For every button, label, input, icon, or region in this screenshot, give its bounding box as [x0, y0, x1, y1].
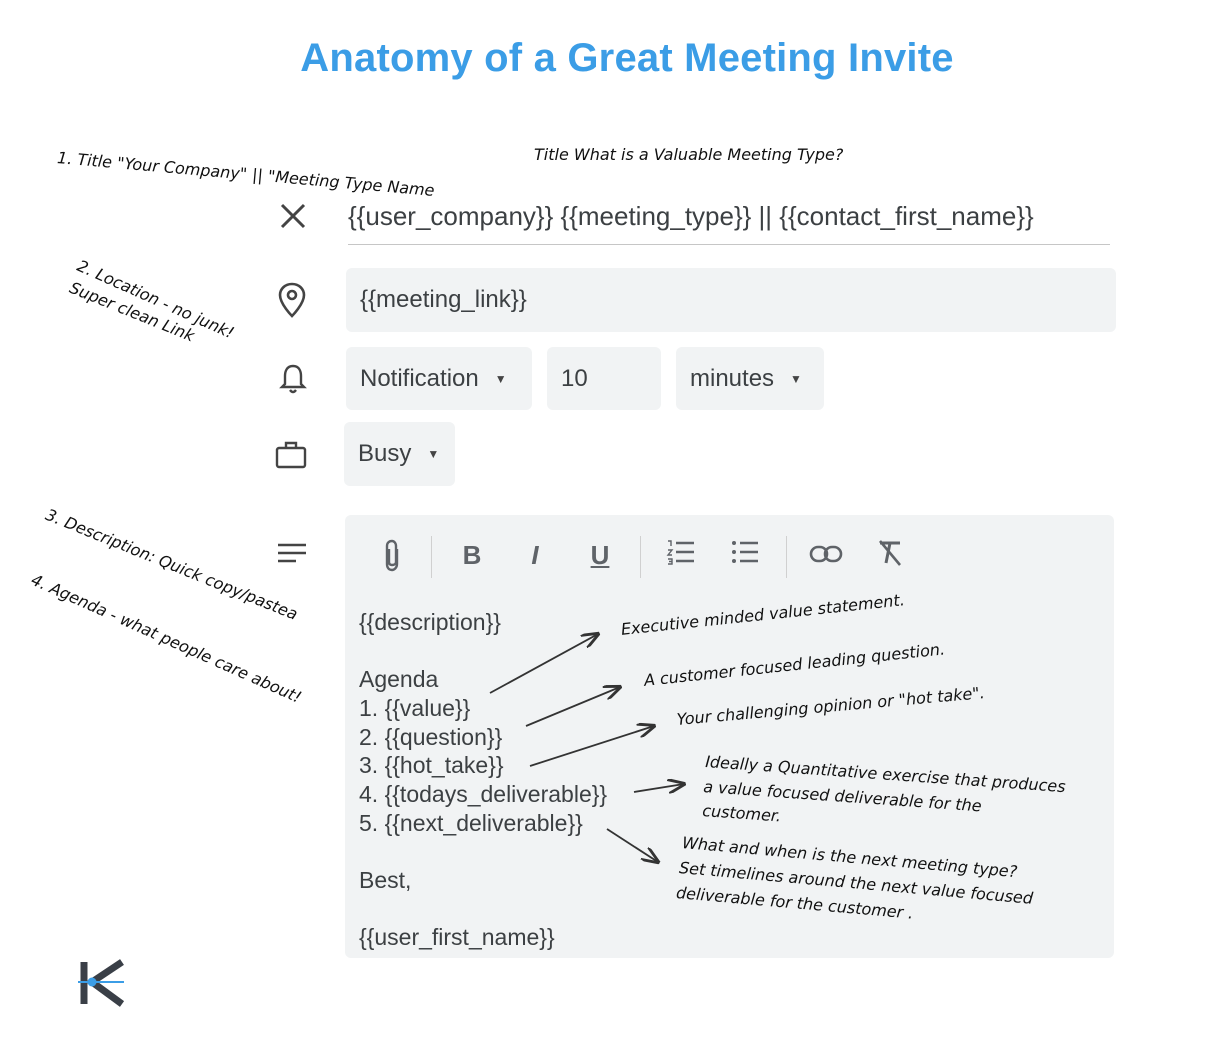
notification-type-value: Notification — [360, 364, 479, 392]
description-placeholder: {{description}} — [359, 609, 501, 635]
event-title-input[interactable]: {{user_company}} {{meeting_type}} || {{c… — [348, 196, 1110, 245]
agenda-item-value: 1. {{value}} — [359, 695, 471, 721]
italic-button[interactable]: I — [531, 540, 539, 570]
chevron-down-icon: ▼ — [790, 371, 802, 386]
page-title: Anatomy of a Great Meeting Invite — [300, 36, 954, 80]
chevron-down-icon: ▼ — [494, 371, 507, 386]
notes-icon — [276, 540, 308, 566]
notification-amount-value: 10 — [561, 364, 588, 392]
bulleted-list-icon[interactable] — [725, 537, 765, 576]
notification-amount-input[interactable]: 10 — [547, 347, 661, 410]
description-editor[interactable] — [345, 515, 1114, 958]
agenda-item-question: 2. {{question}} — [359, 724, 503, 750]
location-pin-icon — [276, 282, 308, 318]
signoff: Best, — [359, 867, 412, 893]
clear-format-icon[interactable] — [870, 537, 910, 576]
bell-icon — [278, 362, 308, 396]
numbered-list-icon[interactable] — [661, 537, 701, 576]
notification-unit-select[interactable]: minutes ▼ — [676, 347, 824, 410]
title-example-annotation: Title What is a Valuable Meeting Type? — [534, 145, 844, 164]
agenda-item-next-deliverable: 5. {{next_deliverable}} — [359, 810, 583, 836]
chevron-down-icon: ▼ — [427, 447, 440, 461]
attach-icon[interactable] — [372, 537, 412, 582]
signature: {{user_first_name}} — [359, 924, 555, 950]
notification-type-select[interactable]: Notification ▼ — [346, 347, 532, 410]
agenda-item-todays-deliverable: 4. {{todays_deliverable}} — [359, 781, 608, 807]
brand-logo — [78, 958, 128, 1008]
agenda-heading: Agenda — [359, 666, 439, 692]
close-icon[interactable] — [275, 198, 311, 234]
link-icon[interactable] — [806, 537, 846, 573]
bold-button[interactable]: B — [462, 540, 482, 570]
agenda-item-hot-take: 3. {{hot_take}} — [359, 752, 504, 778]
location-value: {{meeting_link}} — [360, 286, 527, 313]
underline-button[interactable]: U — [590, 540, 610, 570]
availability-select[interactable]: Busy ▼ — [344, 422, 455, 486]
availability-value: Busy — [358, 440, 412, 467]
notification-unit-value: minutes — [690, 364, 775, 392]
briefcase-icon — [274, 440, 308, 470]
location-field[interactable]: {{meeting_link}} — [346, 268, 1116, 332]
